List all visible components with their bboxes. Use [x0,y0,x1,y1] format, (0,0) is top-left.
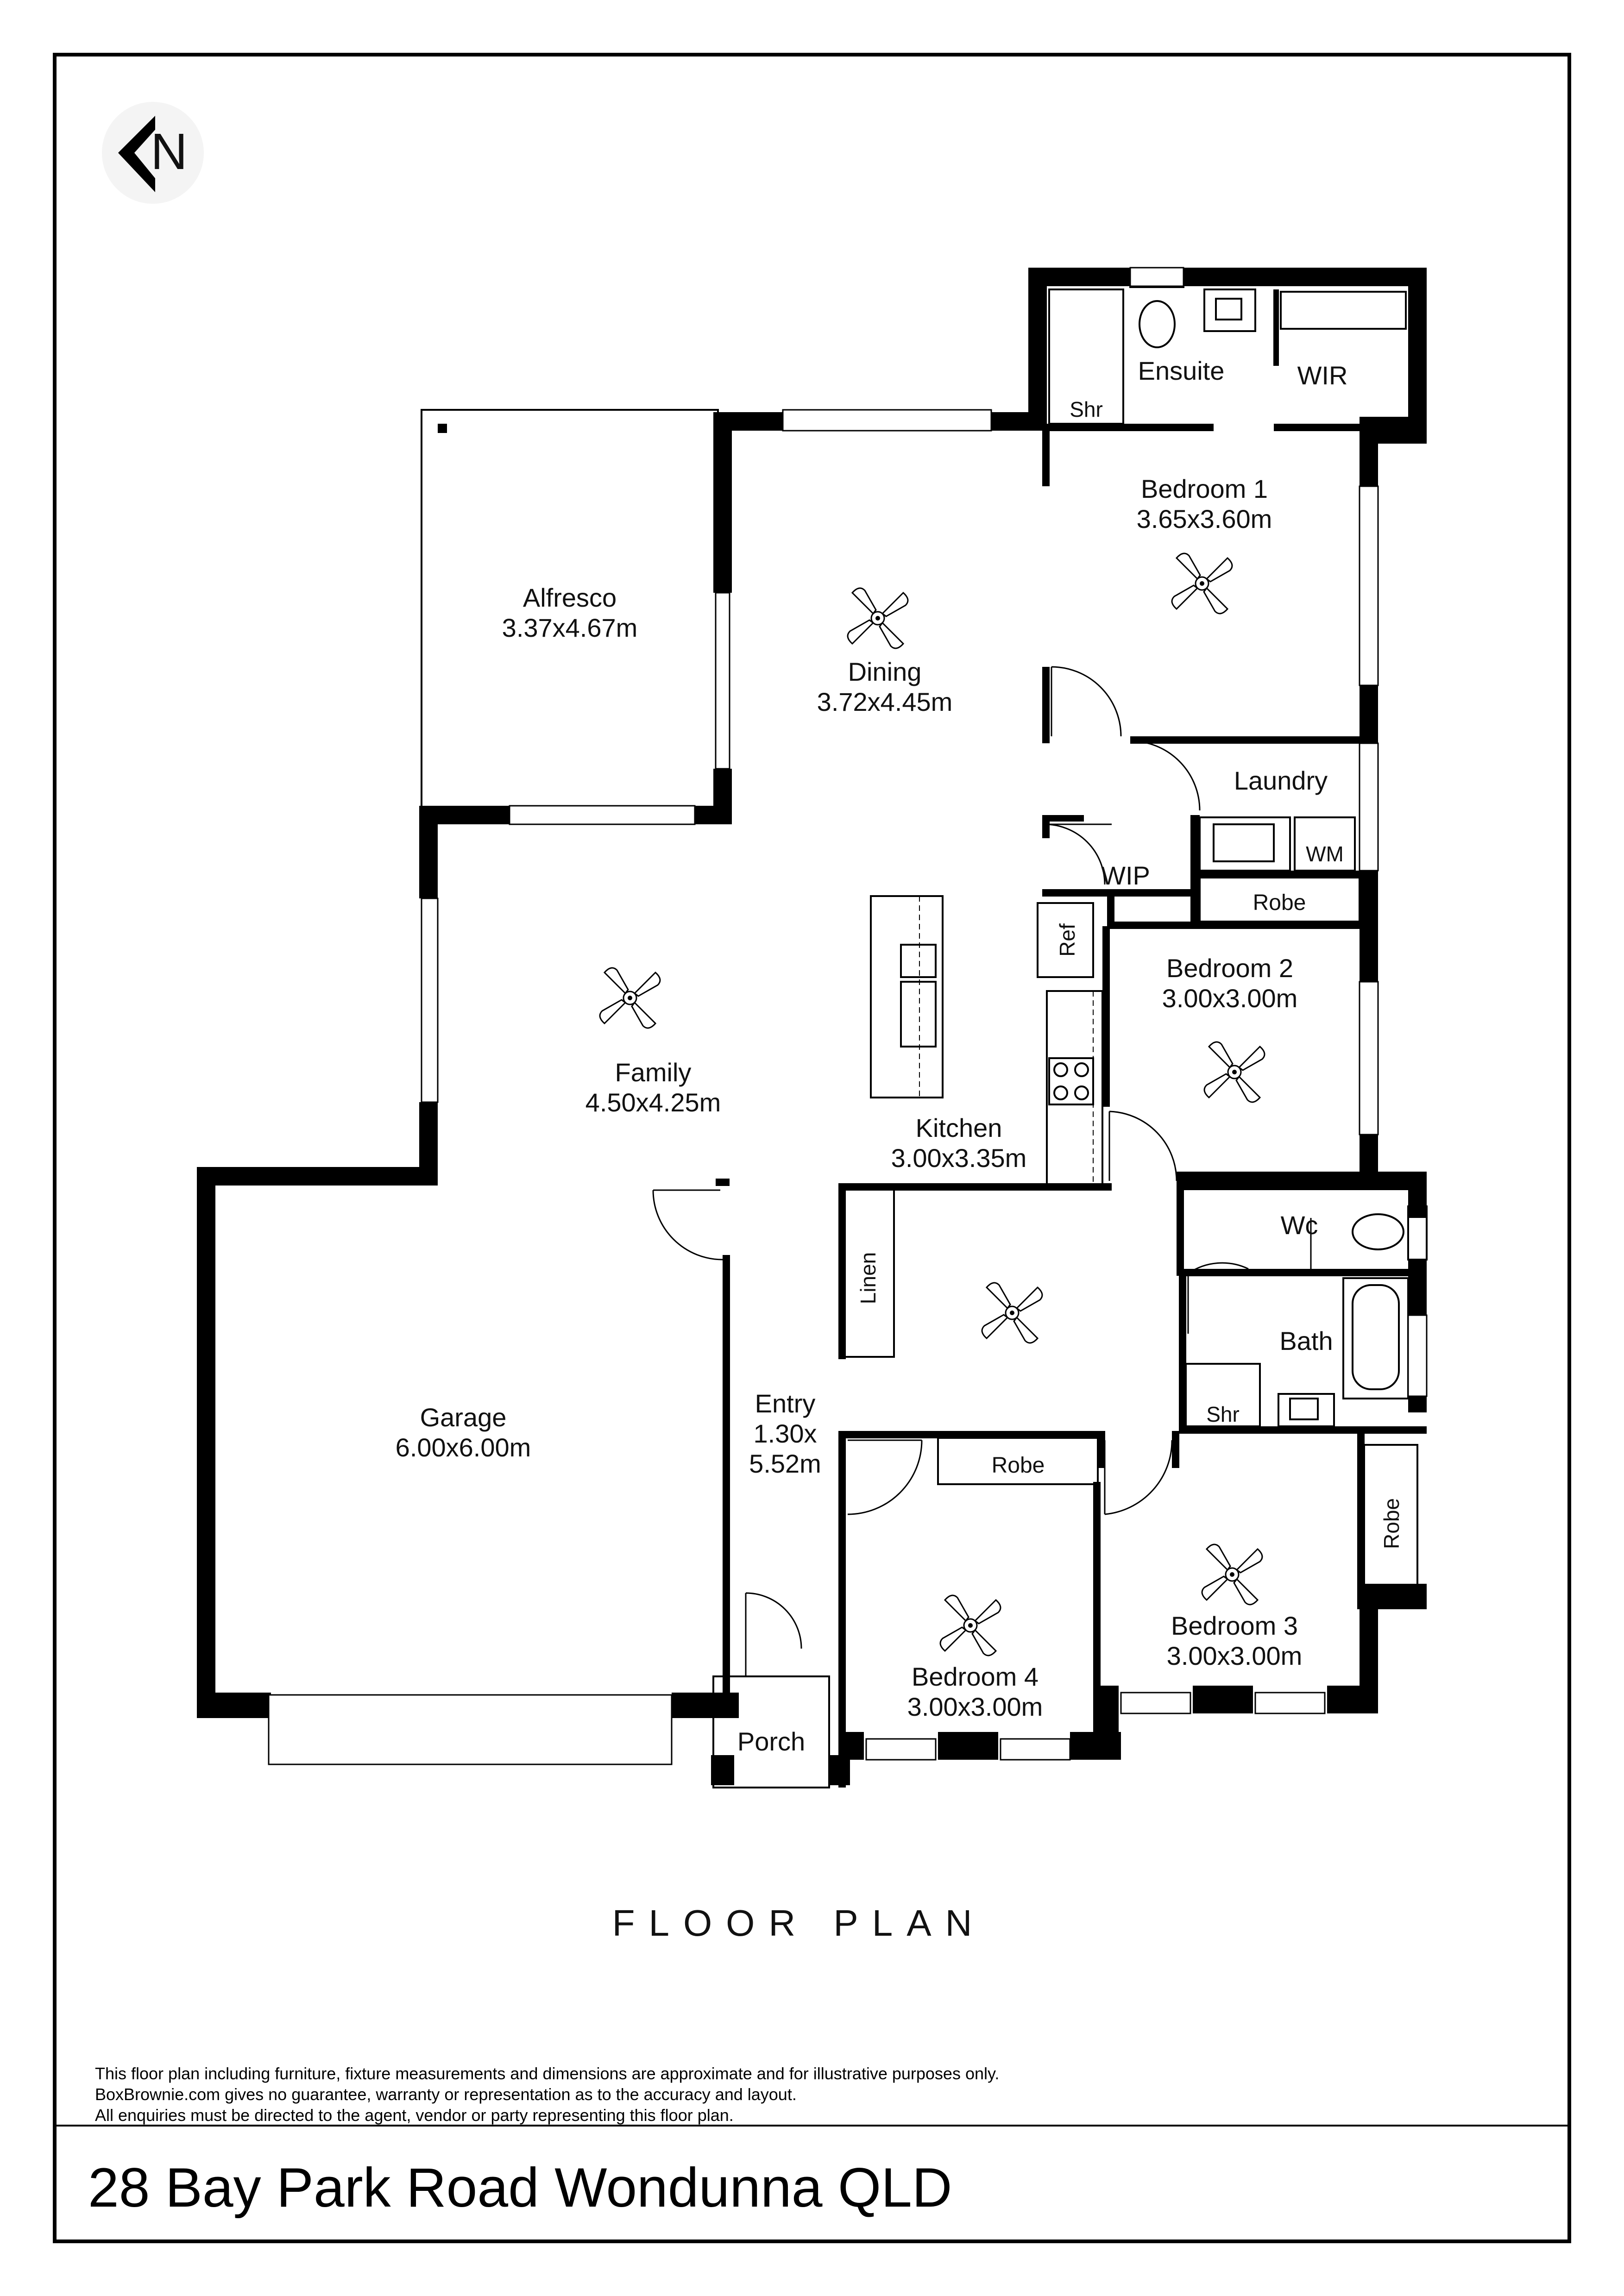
north-compass-icon: N [102,102,204,204]
thin-outlines [268,268,1428,1788]
size-garage: 6.00x6.00m [396,1433,531,1462]
label-family: Family [615,1058,692,1087]
disclaimer-line-2: BoxBrownie.com gives no guarantee, warra… [95,2085,797,2104]
label-garage: Garage [420,1403,507,1432]
size-bedroom-1: 3.65x3.60m [1137,504,1272,533]
label-alfresco: Alfresco [523,583,617,612]
label-wm: WM [1306,842,1344,866]
label-bedroom-4: Bedroom 4 [912,1662,1039,1691]
doors [652,666,1312,1676]
label-bedroom-3: Bedroom 3 [1171,1611,1298,1640]
disclaimer-line-1: This floor plan including furniture, fix… [95,2064,999,2083]
label-robe-bed3: Robe [1379,1498,1404,1549]
size-family: 4.50x4.25m [585,1088,721,1117]
label-linen: Linen [856,1252,880,1305]
cooktop-icon [1048,1057,1094,1105]
page-border [53,53,1571,2243]
label-ref: Ref [1055,923,1079,957]
floor-plan-heading: FLOOR PLAN [612,1902,986,1944]
label-ensuite-shr: Shr [1070,397,1103,421]
label-robe-bed4: Robe [992,1453,1045,1478]
walls [197,268,1427,1788]
label-bath-shr: Shr [1206,1402,1240,1426]
label-dining: Dining [848,657,922,686]
size-kitchen: 3.00x3.35m [891,1143,1027,1173]
label-wir: WIR [1297,361,1348,390]
label-bath: Bath [1279,1326,1333,1355]
label-laundry: Laundry [1234,766,1328,795]
room-labels: Ensuite WIR Shr Bedroom 1 3.65x3.60m Alf… [396,356,1404,1756]
label-bedroom-2: Bedroom 2 [1166,954,1293,983]
size-entry-2: 5.52m [749,1449,821,1478]
label-wip: WIP [1101,861,1150,890]
size-bedroom-2: 3.00x3.00m [1162,984,1298,1013]
size-bedroom-3: 3.00x3.00m [1167,1641,1303,1670]
address: 28 Bay Park Road Wondunna QLD [88,2157,952,2219]
windows [421,267,1428,1761]
label-entry: Entry [755,1389,816,1418]
compass-letter: N [151,123,187,180]
label-porch: Porch [737,1727,805,1756]
size-entry: 1.30x [754,1419,817,1448]
label-wc: Wc [1281,1211,1318,1240]
disclaimer: This floor plan including furniture, fix… [95,2064,999,2125]
label-kitchen: Kitchen [916,1113,1002,1142]
size-alfresco: 3.37x4.67m [502,613,638,642]
label-robe-bed2: Robe [1253,891,1306,915]
disclaimer-line-3: All enquiries must be directed to the ag… [95,2106,734,2125]
size-dining: 3.72x4.45m [817,687,953,716]
label-ensuite: Ensuite [1138,356,1225,385]
size-bedroom-4: 3.00x3.00m [907,1692,1043,1721]
label-bedroom-1: Bedroom 1 [1141,474,1268,503]
